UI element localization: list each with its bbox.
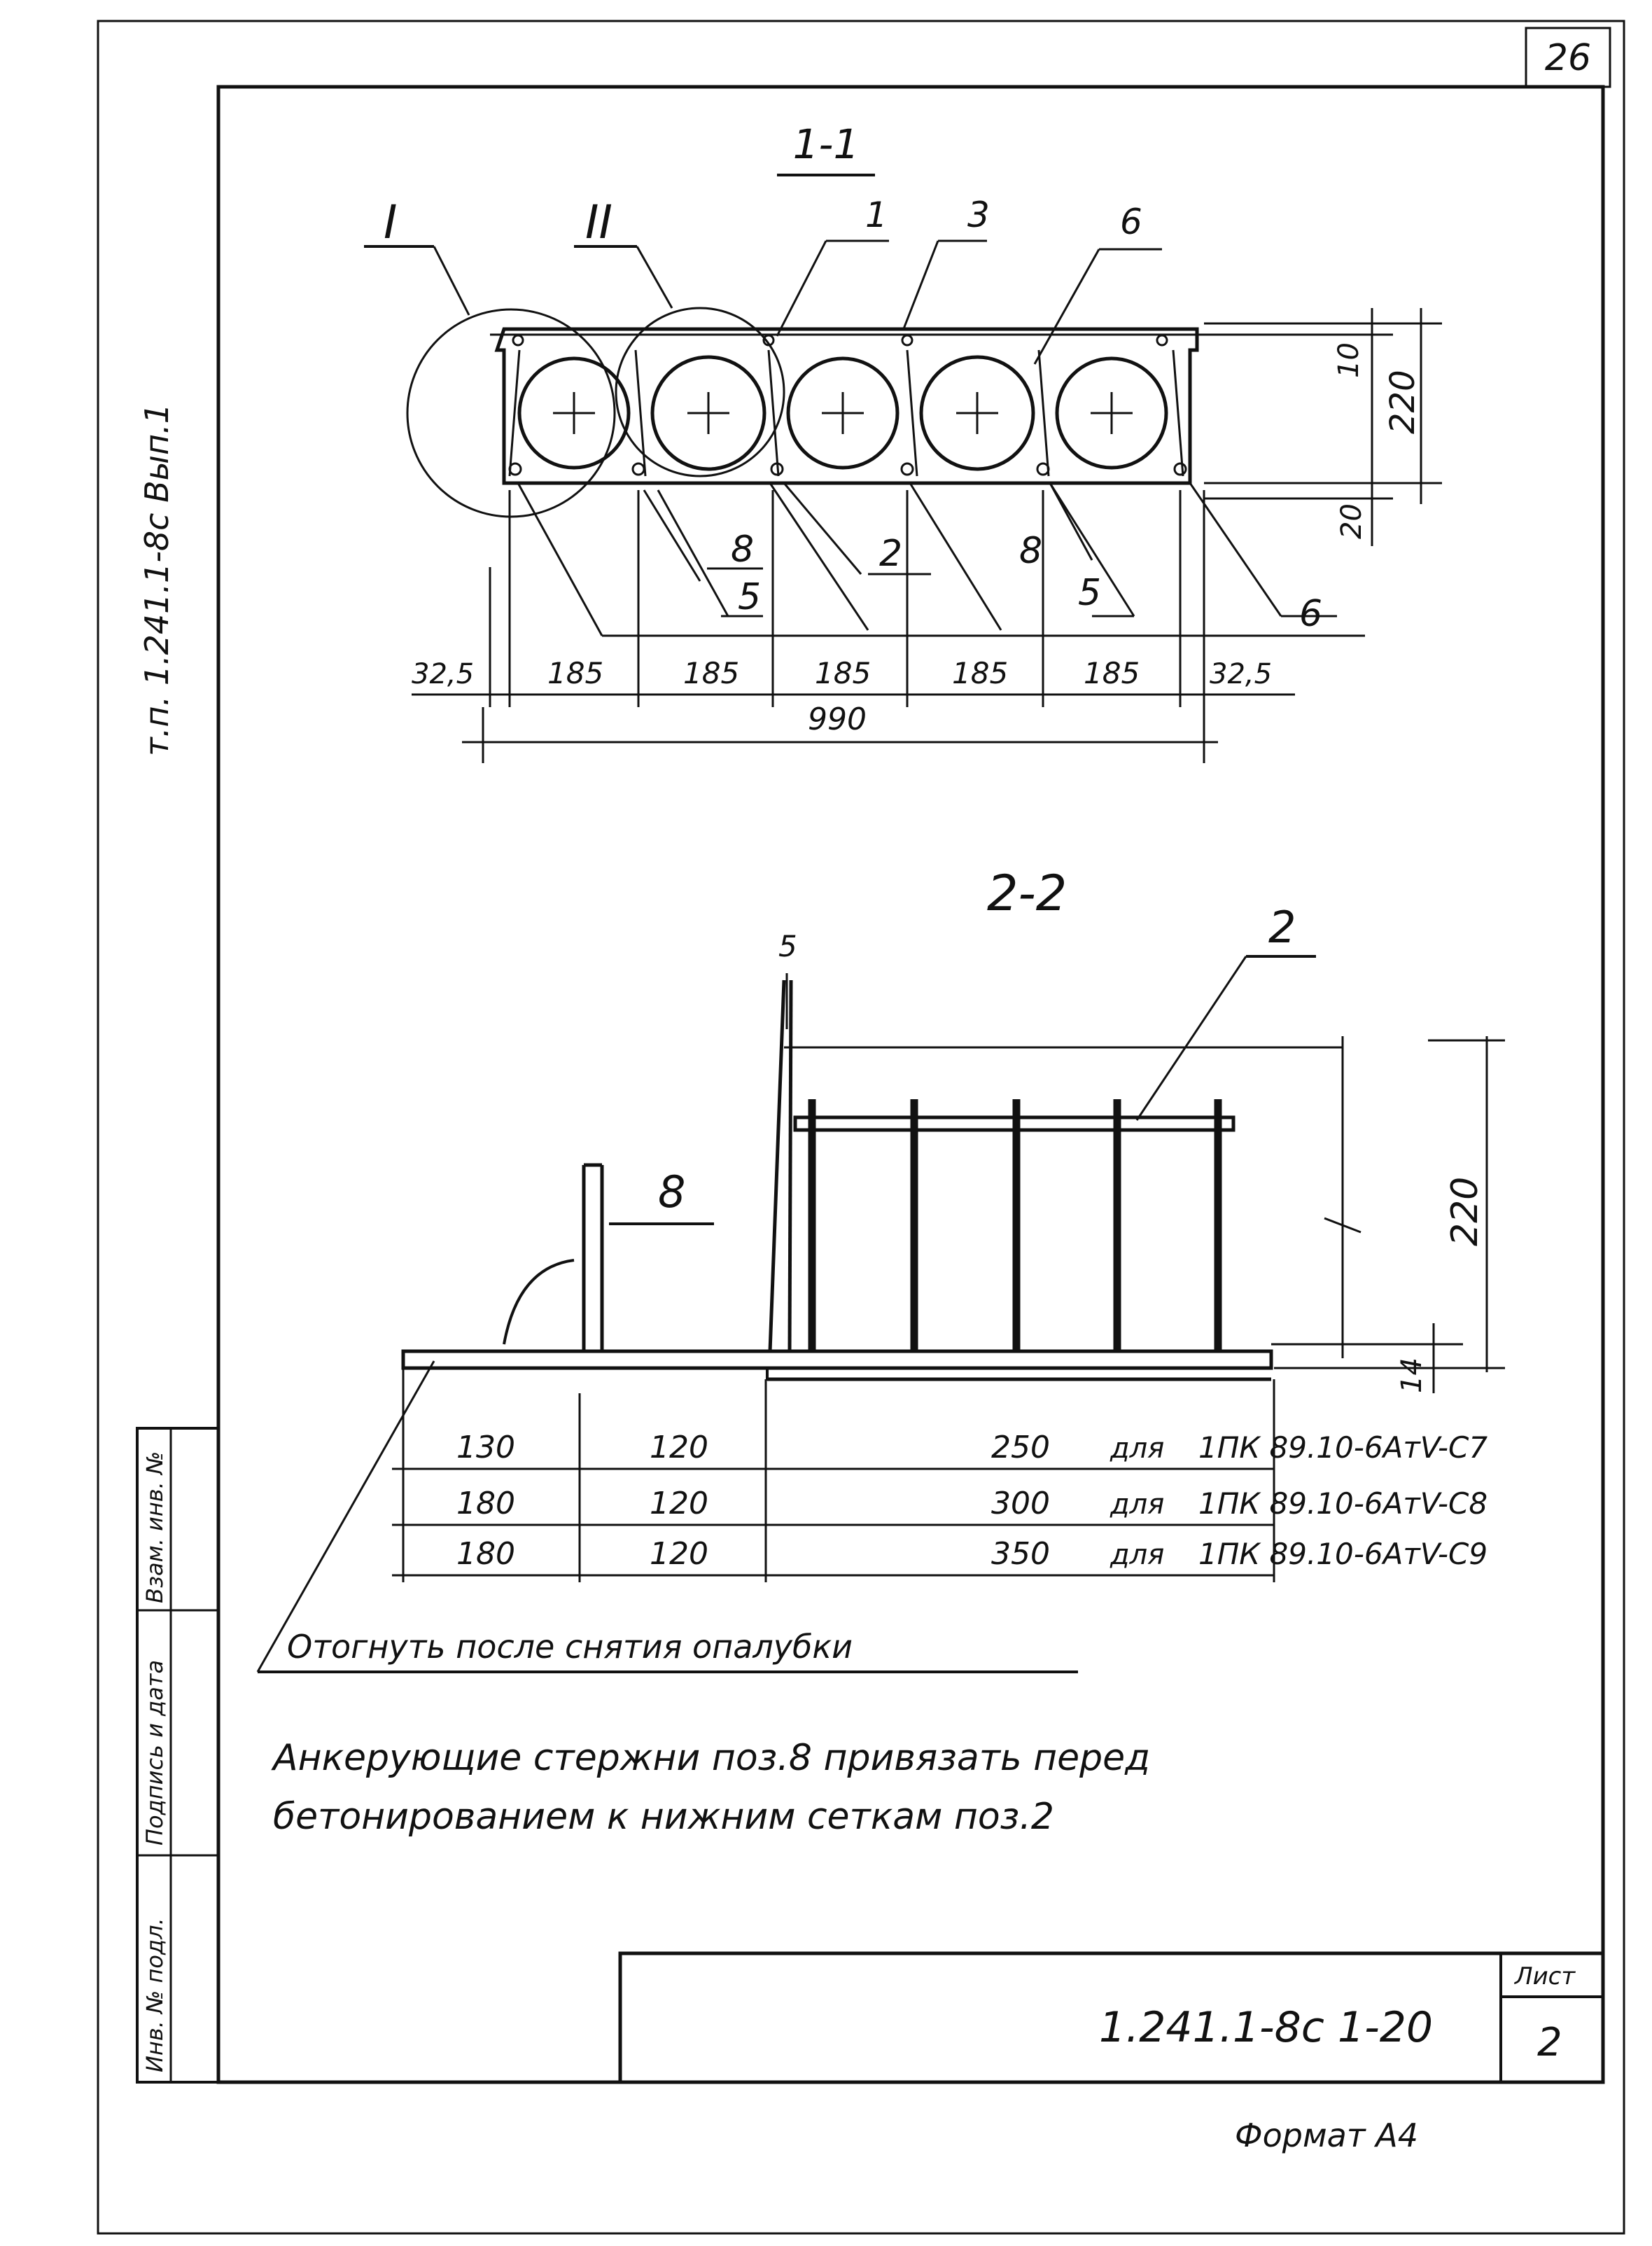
note-line-2: бетонированием к нижним сеткам поз.2 [273, 1796, 1054, 1838]
callout-5-right: 5 [1078, 572, 1101, 614]
row1-mark: 1ПК 89.10-6АтV-С7 [1198, 1430, 1488, 1465]
row3-mark: 1ПК 89.10-6АтV-С9 [1198, 1537, 1488, 1571]
row2-b: 120 [650, 1486, 708, 1521]
section-2-2: 2-2 8 5 2 [256, 865, 1505, 1673]
callout-8-right: 8 [1019, 530, 1042, 572]
bend-arrow [503, 1259, 575, 1345]
callout-I: I [384, 195, 397, 249]
dim-185-5: 185 [1084, 656, 1140, 690]
callout-6-bottom: 6 [1299, 593, 1322, 635]
mesh-bars [808, 1099, 1222, 1351]
detail-II-circle [615, 307, 785, 477]
label-5: 5 [778, 929, 797, 963]
format-label: Формат А4 [1235, 2116, 1418, 2154]
stamp-inv-no: Инв. № подл. [141, 1918, 168, 2072]
section-2-title: 2-2 [987, 865, 1067, 922]
corner-sheet-number: 26 [1545, 37, 1591, 79]
sheet-number: 2 [1537, 2020, 1562, 2065]
hollow-core [919, 355, 1035, 471]
dim-10: 10 [1333, 342, 1365, 378]
row3-b: 120 [650, 1536, 708, 1572]
row2-a: 180 [456, 1486, 515, 1521]
row2-c: 300 [991, 1486, 1050, 1521]
dim-185-2: 185 [683, 656, 739, 690]
sheet-outer-border [97, 20, 1625, 2235]
detail-I-circle [406, 308, 616, 518]
dim-table-rows: 130 120 250 для 1ПК 89.10-6АтV-С7 180 12… [456, 1430, 1488, 1572]
hollow-core [650, 355, 766, 471]
section-1-1: 1-1 I II 1 [364, 120, 1442, 763]
sheet-label: Лист [1513, 1962, 1576, 1990]
dim-990: 990 [808, 702, 867, 737]
hollow-cores [517, 355, 1168, 471]
dim-32-5-right: 32,5 [1210, 658, 1272, 690]
row1-for: для [1110, 1432, 1164, 1465]
dim-table-lines [392, 1361, 1275, 1582]
side-note: т.п. 1.241.1-8с Вып.1 [138, 403, 176, 756]
hollow-core [517, 356, 631, 470]
dim-14: 14 [1396, 1358, 1428, 1393]
doc-code: 1.241.1-8с 1-20 [1099, 2003, 1433, 2052]
rod-5 [768, 979, 786, 1352]
anchor-rod-8 [582, 1163, 604, 1351]
hollow-core [786, 356, 899, 470]
callout-8-left: 8 [731, 529, 754, 571]
row1-a: 130 [456, 1430, 515, 1465]
row2-mark: 1ПК 89.10-6АтV-С8 [1198, 1486, 1488, 1521]
callout-5-left: 5 [738, 576, 761, 618]
section-1-title: 1-1 [793, 120, 860, 168]
dim-185-3: 185 [815, 656, 871, 690]
title-block: 1.241.1-8с 1-20 Лист 2 [618, 1951, 1605, 2084]
row3-c: 350 [991, 1536, 1050, 1572]
callout-6: 6 [1120, 202, 1142, 242]
corner-box [1525, 27, 1611, 88]
row3-a: 180 [456, 1536, 515, 1572]
note-line-1: Анкерующие стержни поз.8 привязать перед [271, 1737, 1150, 1779]
callout-1: 1 [865, 195, 888, 235]
row2-for: для [1110, 1488, 1164, 1521]
hollow-core [1055, 356, 1168, 470]
label-mesh-2: 2 [1268, 902, 1296, 953]
bend-note: Отогнуть после снятия опалубки [287, 1628, 853, 1666]
row1-b: 120 [650, 1430, 708, 1465]
dim-185-1: 185 [547, 656, 603, 690]
dim-185-4: 185 [952, 656, 1008, 690]
bottom-plate [401, 1349, 1273, 1370]
left-stamp: Инв. № подл. Подпись и дата Взам. инв. № [136, 1427, 220, 2084]
row1-c: 250 [991, 1430, 1050, 1465]
label-rod-8: 8 [658, 1166, 685, 1218]
stamp-replace-inv: Взам. инв. № [141, 1451, 168, 1603]
stamp-signature-date: Подпись и дата [141, 1660, 168, 1846]
callout-2: 2 [879, 533, 902, 575]
dim-220-section2: 220 [1444, 1177, 1486, 1246]
callout-II: II [585, 195, 612, 249]
dim-220-top: 220 [1383, 370, 1422, 434]
dim-32-5-left: 32,5 [412, 658, 474, 690]
row3-for: для [1110, 1539, 1164, 1571]
dim-20: 20 [1336, 503, 1368, 539]
callout-3: 3 [967, 195, 990, 235]
